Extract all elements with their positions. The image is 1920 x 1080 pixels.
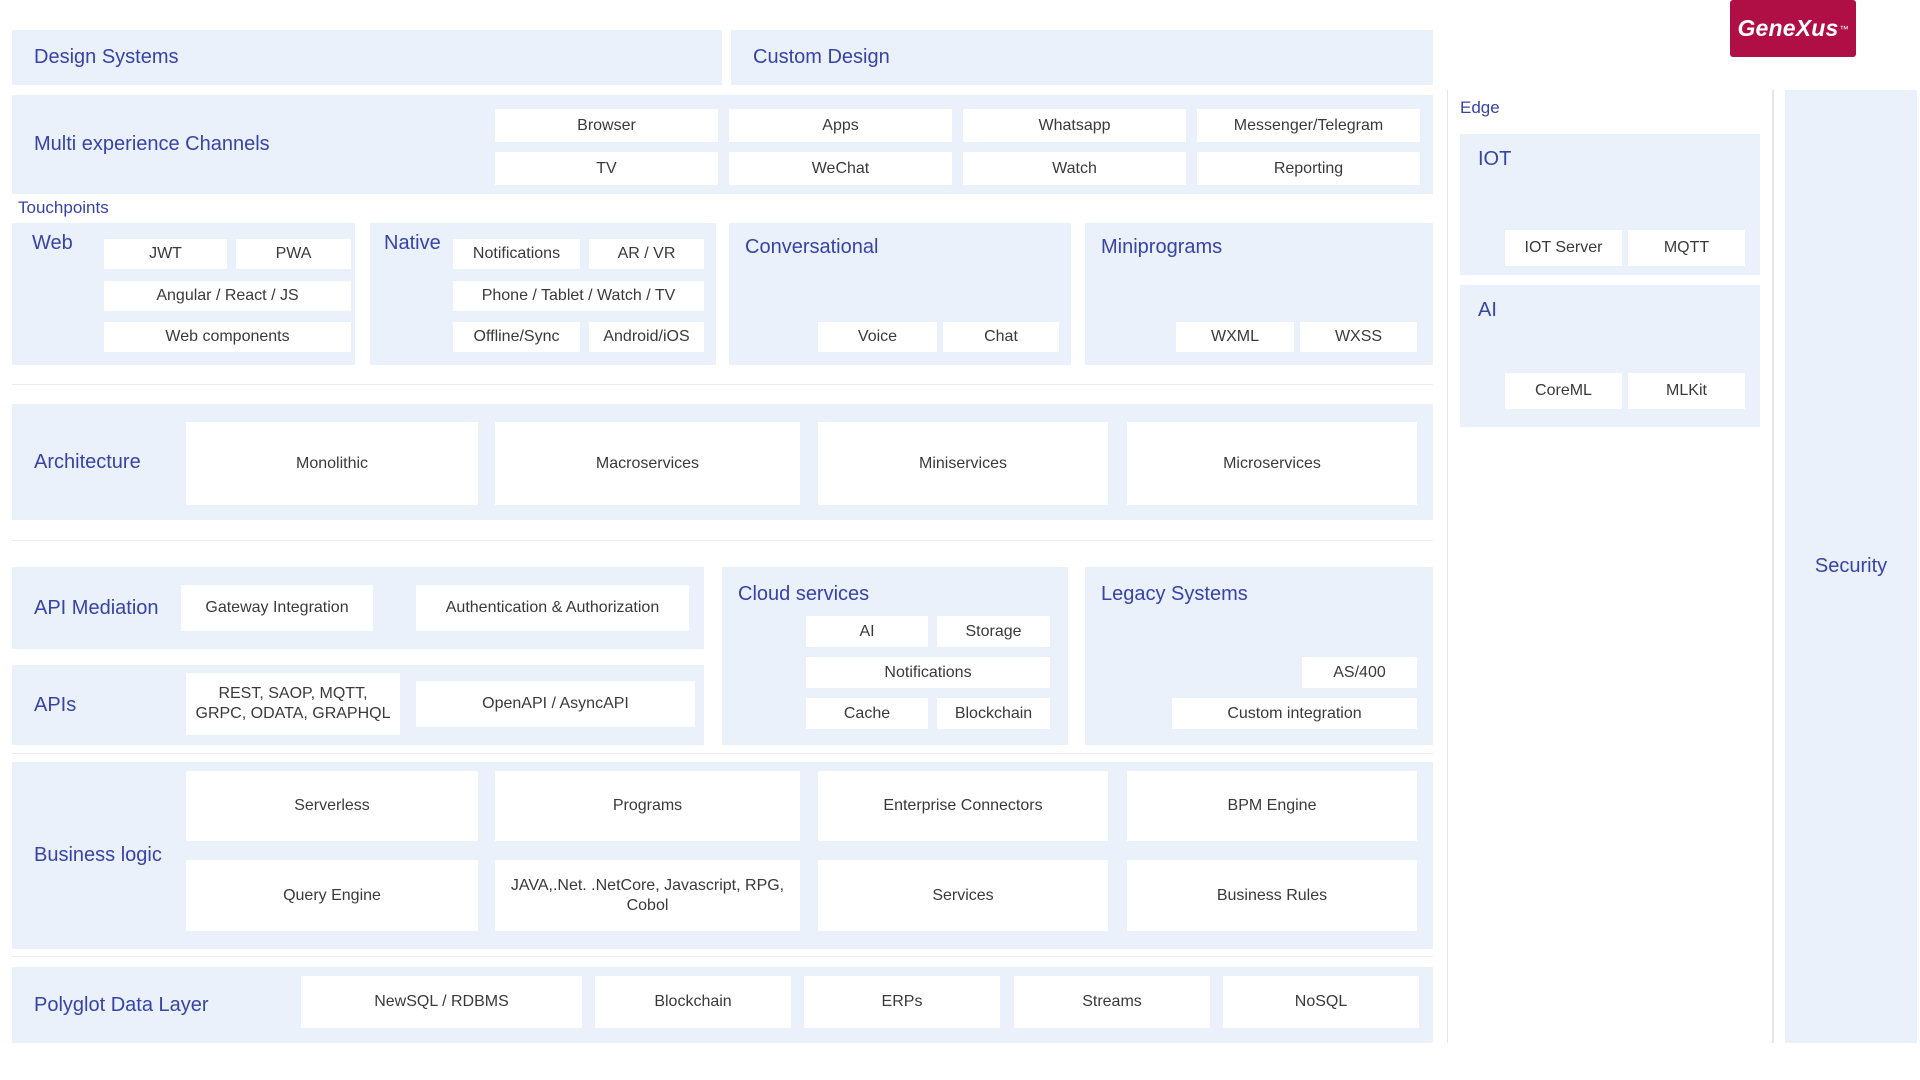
genexus-logo-text: GeneXus [1737,15,1839,41]
section-divider [12,384,1433,385]
card-serverless: Serverless [186,771,478,841]
edge-ai-panel: AI CoreML MLKit [1460,285,1760,427]
cloud-services-title: Cloud services [738,583,870,605]
card-miniservices: Miniservices [818,422,1108,505]
edge-label: Edge [1460,98,1500,117]
chip-wxss: WXSS [1300,322,1417,352]
edge-ai-title: AI [1478,299,1497,321]
channels-title: Multi experience Channels [34,133,270,155]
legacy-systems-title: Legacy Systems [1101,583,1248,605]
section-divider [12,540,1433,541]
card-query-engine: Query Engine [186,860,478,931]
card-macroservices: Macroservices [495,422,800,505]
business-logic-panel: Business logic Serverless Programs Enter… [12,762,1433,949]
chip-cloud-notifications: Notifications [806,657,1050,688]
chip-watch: Watch [963,152,1186,185]
polyglot-data-layer-title: Polyglot Data Layer [34,993,209,1016]
chip-custom-integration: Custom integration [1172,698,1417,729]
security-title: Security [1814,555,1888,577]
chip-cache: Cache [806,698,928,729]
card-business-rules: Business Rules [1127,860,1417,931]
channels-panel: Multi experience Channels Browser Apps W… [12,95,1433,194]
apis-panel: APIs REST, SAOP, MQTT, GRPC, ODATA, GRAP… [12,665,704,745]
section-divider [12,753,1433,754]
api-mediation-panel: API Mediation Gateway Integration Authen… [12,567,704,649]
chip-wechat: WeChat [729,152,952,185]
card-java-net-netcore-javascript-rpg-cobol: JAVA,.Net. .NetCore, Javascript, RPG, Co… [495,860,800,931]
edge-left-border [1447,90,1448,1043]
architecture-panel: Architecture Monolithic Macroservices Mi… [12,404,1433,520]
chip-apps: Apps [729,109,952,142]
chip-tv: TV [495,152,718,185]
chip-as400: AS/400 [1302,657,1417,688]
chip-erps: ERPs [804,976,1000,1028]
chip-phone-tablet-watch-tv: Phone / Tablet / Watch / TV [453,281,704,311]
chip-iot-server: IOT Server [1505,230,1622,266]
chip-storage: Storage [937,616,1050,647]
chip-browser: Browser [495,109,718,142]
chip-openapi-asyncapi: OpenAPI / AsyncAPI [416,681,695,727]
chip-mlkit: MLKit [1628,373,1745,409]
chip-polyglot-blockchain: Blockchain [595,976,791,1028]
card-bpm-engine: BPM Engine [1127,771,1417,841]
iot-title: IOT [1478,148,1512,170]
chip-whatsapp: Whatsapp [963,109,1186,142]
apis-title: APIs [34,693,77,716]
miniprograms-title: Miniprograms [1101,236,1223,258]
native-panel: Native Notifications AR / VR Phone / Tab… [370,223,716,365]
touchpoints-label: Touchpoints [18,198,109,217]
card-services: Services [818,860,1108,931]
design-systems-title: Design Systems [34,46,179,68]
chip-angular-react-js: Angular / React / JS [104,281,351,311]
section-divider [12,956,1433,957]
chip-offline-sync: Offline/Sync [453,322,580,352]
conversational-panel: Conversational Voice Chat [729,223,1071,365]
chip-web-components: Web components [104,322,351,352]
chip-rest-saop-mqtt-grpc-odata-graphql: REST, SAOP, MQTT, GRPC, ODATA, GRAPHQL [186,673,400,735]
web-title: Web [32,232,73,254]
chip-voice: Voice [818,322,937,352]
api-mediation-title: API Mediation [34,596,159,619]
chip-streams: Streams [1014,976,1210,1028]
chip-gateway-integration: Gateway Integration [181,585,373,631]
miniprograms-panel: Miniprograms WXML WXSS [1085,223,1433,365]
chip-newsql-rdbms: NewSQL / RDBMS [301,976,582,1028]
chip-coreml: CoreML [1505,373,1622,409]
chip-pwa: PWA [236,239,351,269]
polyglot-data-layer-panel: Polyglot Data Layer NewSQL / RDBMS Block… [12,967,1433,1043]
chip-messenger-telegram: Messenger/Telegram [1197,109,1420,142]
card-programs: Programs [495,771,800,841]
security-panel: Security [1785,90,1917,1043]
chip-authentication-authorization: Authentication & Authorization [416,585,689,631]
custom-design-title: Custom Design [753,46,890,68]
architecture-title: Architecture [34,450,141,473]
legacy-systems-panel: Legacy Systems AS/400 Custom integration [1085,567,1433,745]
chip-cloud-blockchain: Blockchain [937,698,1050,729]
chip-cloud-ai: AI [806,616,928,647]
chip-jwt: JWT [104,239,227,269]
chip-ar-vr: AR / VR [589,239,704,269]
card-enterprise-connectors: Enterprise Connectors [818,771,1108,841]
chip-nosql: NoSQL [1223,976,1419,1028]
trademark-symbol: ™ [1839,23,1849,34]
card-monolithic: Monolithic [186,422,478,505]
iot-panel: IOT IOT Server MQTT [1460,134,1760,275]
cloud-services-panel: Cloud services AI Storage Notifications … [722,567,1068,745]
custom-design-panel: Custom Design [731,30,1433,85]
native-title: Native [384,232,441,254]
chip-chat: Chat [943,322,1059,352]
chip-reporting: Reporting [1197,152,1420,185]
card-microservices: Microservices [1127,422,1417,505]
conversational-title: Conversational [745,236,879,258]
business-logic-title: Business logic [34,844,162,866]
design-systems-panel: Design Systems [12,30,722,85]
chip-notifications-native: Notifications [453,239,580,269]
chip-wxml: WXML [1176,322,1294,352]
security-left-border [1772,90,1774,1043]
chip-mqtt: MQTT [1628,230,1745,266]
web-panel: Web JWT PWA Angular / React / JS Web com… [12,223,355,365]
chip-android-ios: Android/iOS [589,322,704,352]
